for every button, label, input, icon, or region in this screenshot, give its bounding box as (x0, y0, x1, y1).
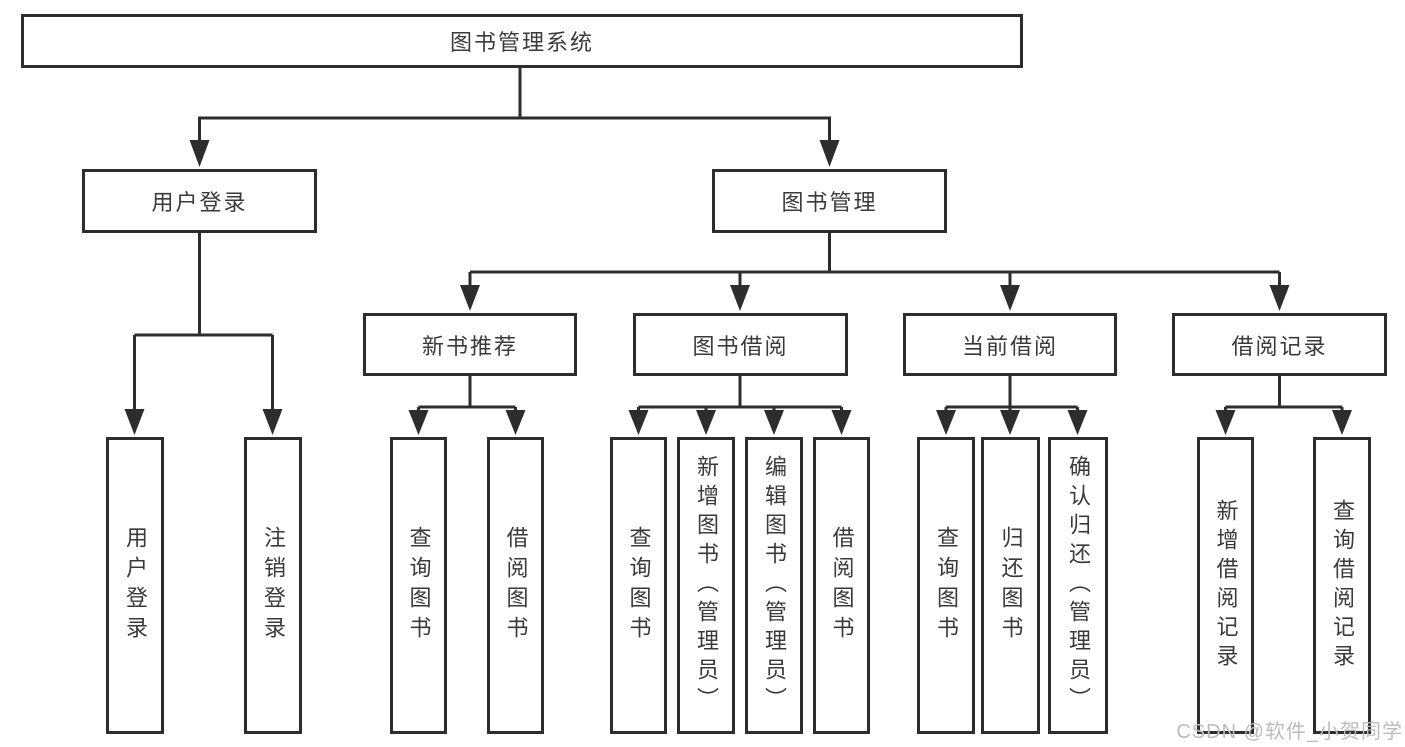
leaf-log-add-record: 新增借阅记录 (1197, 437, 1254, 734)
leaf-bor-query-books: 查询图书 (610, 437, 667, 734)
leaf-label: 用户登录 (123, 525, 148, 646)
node-label: 新书推荐 (421, 333, 518, 359)
leaf-log-query-record: 查询借阅记录 (1313, 437, 1371, 734)
leaf-label: 查询图书 (626, 525, 652, 646)
leaf-label: 查询图书 (406, 525, 432, 646)
node-borrowing-records: 借阅记录 (1172, 313, 1387, 376)
leaf-logout: 注销登录 (244, 437, 302, 734)
node-label: 图书借阅 (692, 333, 789, 359)
node-user-login: 用户登录 (82, 169, 317, 233)
node-current-borrowing: 当前借阅 (903, 313, 1117, 376)
node-label: 用户登录 (151, 190, 248, 215)
leaf-label: 确认归还（管理员） (1066, 455, 1091, 716)
node-label: 图书管理系统 (449, 30, 594, 55)
leaf-label: 注销登录 (261, 525, 286, 646)
node-label: 图书管理 (781, 190, 878, 215)
leaf-label: 编辑图书（管理员） (762, 455, 787, 716)
leaf-cur-return-books: 归还图书 (981, 437, 1040, 734)
csdn-watermark: CSDN @软件_小贺同学 (1176, 721, 1403, 743)
leaf-label: 新增图书（管理员） (694, 455, 719, 716)
node-label: 当前借阅 (961, 333, 1058, 359)
leaf-label: 查询图书 (934, 525, 959, 646)
leaf-label: 借阅图书 (503, 525, 529, 646)
leaf-label: 归还图书 (998, 525, 1024, 646)
leaf-label: 借阅图书 (829, 525, 855, 646)
leaf-label: 新增借阅记录 (1213, 498, 1239, 673)
leaf-rec-borrow-books: 借阅图书 (487, 437, 544, 734)
leaf-bor-add-books-admin: 新增图书（管理员） (677, 437, 735, 734)
leaf-bor-borrow-books: 借阅图书 (813, 437, 870, 734)
leaf-cur-query-books: 查询图书 (917, 437, 975, 734)
leaf-user-login: 用户登录 (106, 437, 164, 734)
leaf-label: 查询借阅记录 (1330, 498, 1355, 673)
node-new-book-recommendation: 新书推荐 (363, 313, 577, 376)
node-book-management: 图书管理 (712, 169, 947, 233)
node-book-borrowing: 图书借阅 (633, 313, 848, 376)
node-label: 借阅记录 (1231, 333, 1328, 359)
leaf-rec-query-books: 查询图书 (390, 437, 447, 734)
node-library-management-system: 图书管理系统 (21, 14, 1023, 68)
leaf-cur-confirm-return-admin: 确认归还（管理员） (1048, 437, 1108, 734)
leaf-bor-edit-books-admin: 编辑图书（管理员） (745, 437, 803, 734)
